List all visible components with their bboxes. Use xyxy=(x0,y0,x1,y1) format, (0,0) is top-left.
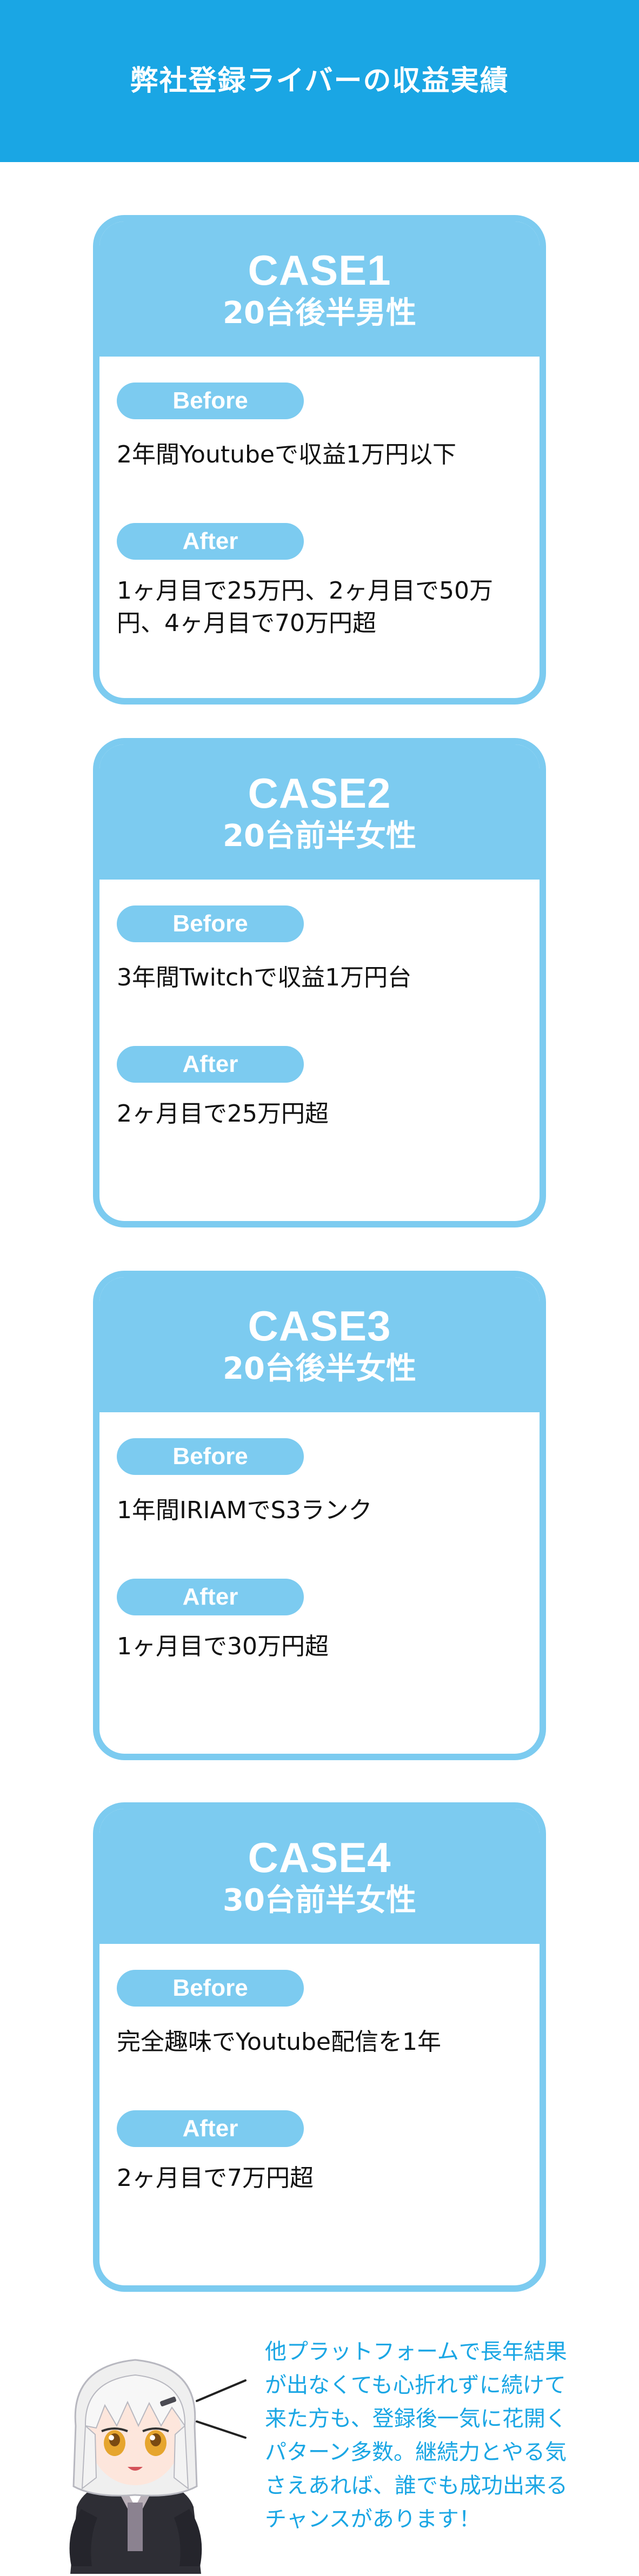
case-subtitle: 30台前半女性 xyxy=(223,1883,416,1918)
before-badge: Before xyxy=(117,383,304,419)
message-line: 来た方も、登録後一気に花開く xyxy=(265,2406,567,2431)
case-card-4: CASE4 30台前半女性 Before 完全趣味でYoutube配信を1年 A… xyxy=(93,1802,546,2292)
before-text: 1年間IRIAMでS3ランク xyxy=(117,1497,372,1524)
case-card-3: CASE3 20台後半女性 Before 1年間IRIAMでS3ランク Afte… xyxy=(93,1271,546,1760)
after-text: 2ヶ月目で7万円超 xyxy=(117,2164,314,2192)
after-text: 1ヶ月目で30万円超 xyxy=(117,1633,329,1660)
case-card-header: CASE3 20台後半女性 xyxy=(99,1277,540,1412)
case-subtitle: 20台後半女性 xyxy=(223,1351,416,1386)
message-line: パターン多数。継続力とやる気 xyxy=(265,2440,567,2465)
case-title: CASE2 xyxy=(248,769,391,817)
before-badge: Before xyxy=(117,1970,304,2007)
after-badge: After xyxy=(117,523,304,560)
before-badge: Before xyxy=(117,1438,304,1475)
case-title: CASE4 xyxy=(248,1834,391,1881)
case-subtitle: 20台後半男性 xyxy=(223,296,416,331)
case-card-header: CASE2 20台前半女性 xyxy=(99,744,540,880)
page-header: 弊社登録ライバーの収益実績 xyxy=(0,0,639,162)
after-badge: After xyxy=(117,1579,304,1615)
before-badge: Before xyxy=(117,905,304,942)
message-line: チャンスがあります！ xyxy=(265,2507,481,2532)
after-text: 2ヶ月目で25万円超 xyxy=(117,1100,329,1128)
case-subtitle: 20台前半女性 xyxy=(223,819,416,854)
case-title: CASE3 xyxy=(248,1302,391,1350)
encouragement-message: 他プラットフォームで長年結果 が出なくても心折れずに続けて 来た方も、登録後一気… xyxy=(265,2335,611,2536)
message-line: 他プラットフォームで長年結果 xyxy=(265,2339,567,2364)
message-line: が出なくても心折れずに続けて xyxy=(265,2373,566,2398)
mascot-character-icon xyxy=(32,2345,238,2574)
after-text: 1ヶ月目で25万円、2ヶ月目で50万円、4ヶ月目で70万円超 xyxy=(117,577,493,637)
before-text: 2年間Youtubeで収益1万円以下 xyxy=(117,441,456,468)
case-card-header: CASE4 30台前半女性 xyxy=(99,1809,540,1944)
before-text: 3年間Twitchで収益1万円台 xyxy=(117,964,412,991)
page-title: 弊社登録ライバーの収益実績 xyxy=(130,64,509,97)
case-card-2: CASE2 20台前半女性 Before 3年間Twitchで収益1万円台 Af… xyxy=(93,738,546,1227)
speech-lines-icon xyxy=(189,2366,259,2453)
after-badge: After xyxy=(117,1046,304,1083)
case-title: CASE1 xyxy=(248,246,391,294)
before-text: 完全趣味でYoutube配信を1年 xyxy=(117,2028,441,2056)
message-line: さえあれば、誰でも成功出来る xyxy=(265,2473,568,2498)
case-card-1: CASE1 20台後半男性 Before 2年間Youtubeで収益1万円以下 … xyxy=(93,215,546,705)
case-card-header: CASE1 20台後半男性 xyxy=(99,222,540,357)
after-badge: After xyxy=(117,2110,304,2147)
